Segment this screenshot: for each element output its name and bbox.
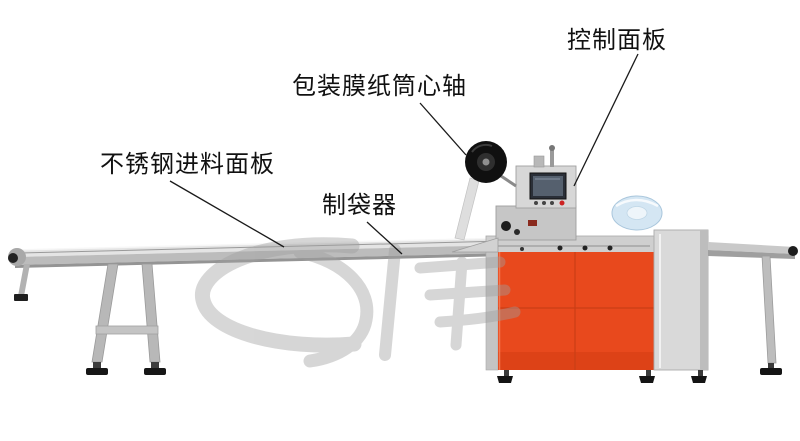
outfeed-conveyor xyxy=(708,242,798,375)
label-stainless-feed-panel: 不锈钢进料面板 xyxy=(100,151,275,178)
label-control-panel: 控制面板 xyxy=(567,27,667,54)
leader-line-control-panel xyxy=(573,53,639,187)
control-display xyxy=(529,172,567,200)
leader-line-feed-panel xyxy=(169,180,285,248)
orange-front-panel xyxy=(498,252,654,370)
control-tower xyxy=(495,145,577,241)
machine-feet xyxy=(497,370,707,383)
machine-body xyxy=(485,229,709,383)
leader-line-film-mandrel xyxy=(419,102,467,156)
label-film-roll-mandrel: 包装膜纸筒心轴 xyxy=(292,73,467,100)
blue-film-roll xyxy=(611,195,663,231)
bag-former xyxy=(451,237,499,253)
label-bag-former: 制袋器 xyxy=(322,192,397,219)
leader-line-bag-former xyxy=(366,221,403,255)
infeed-conveyor xyxy=(8,237,509,301)
film-web xyxy=(454,177,480,241)
leader-lines xyxy=(169,53,639,255)
film-roll xyxy=(465,141,517,188)
side-panel xyxy=(653,229,709,371)
watermark-logo xyxy=(195,237,521,368)
conveyor-legs xyxy=(86,263,166,375)
